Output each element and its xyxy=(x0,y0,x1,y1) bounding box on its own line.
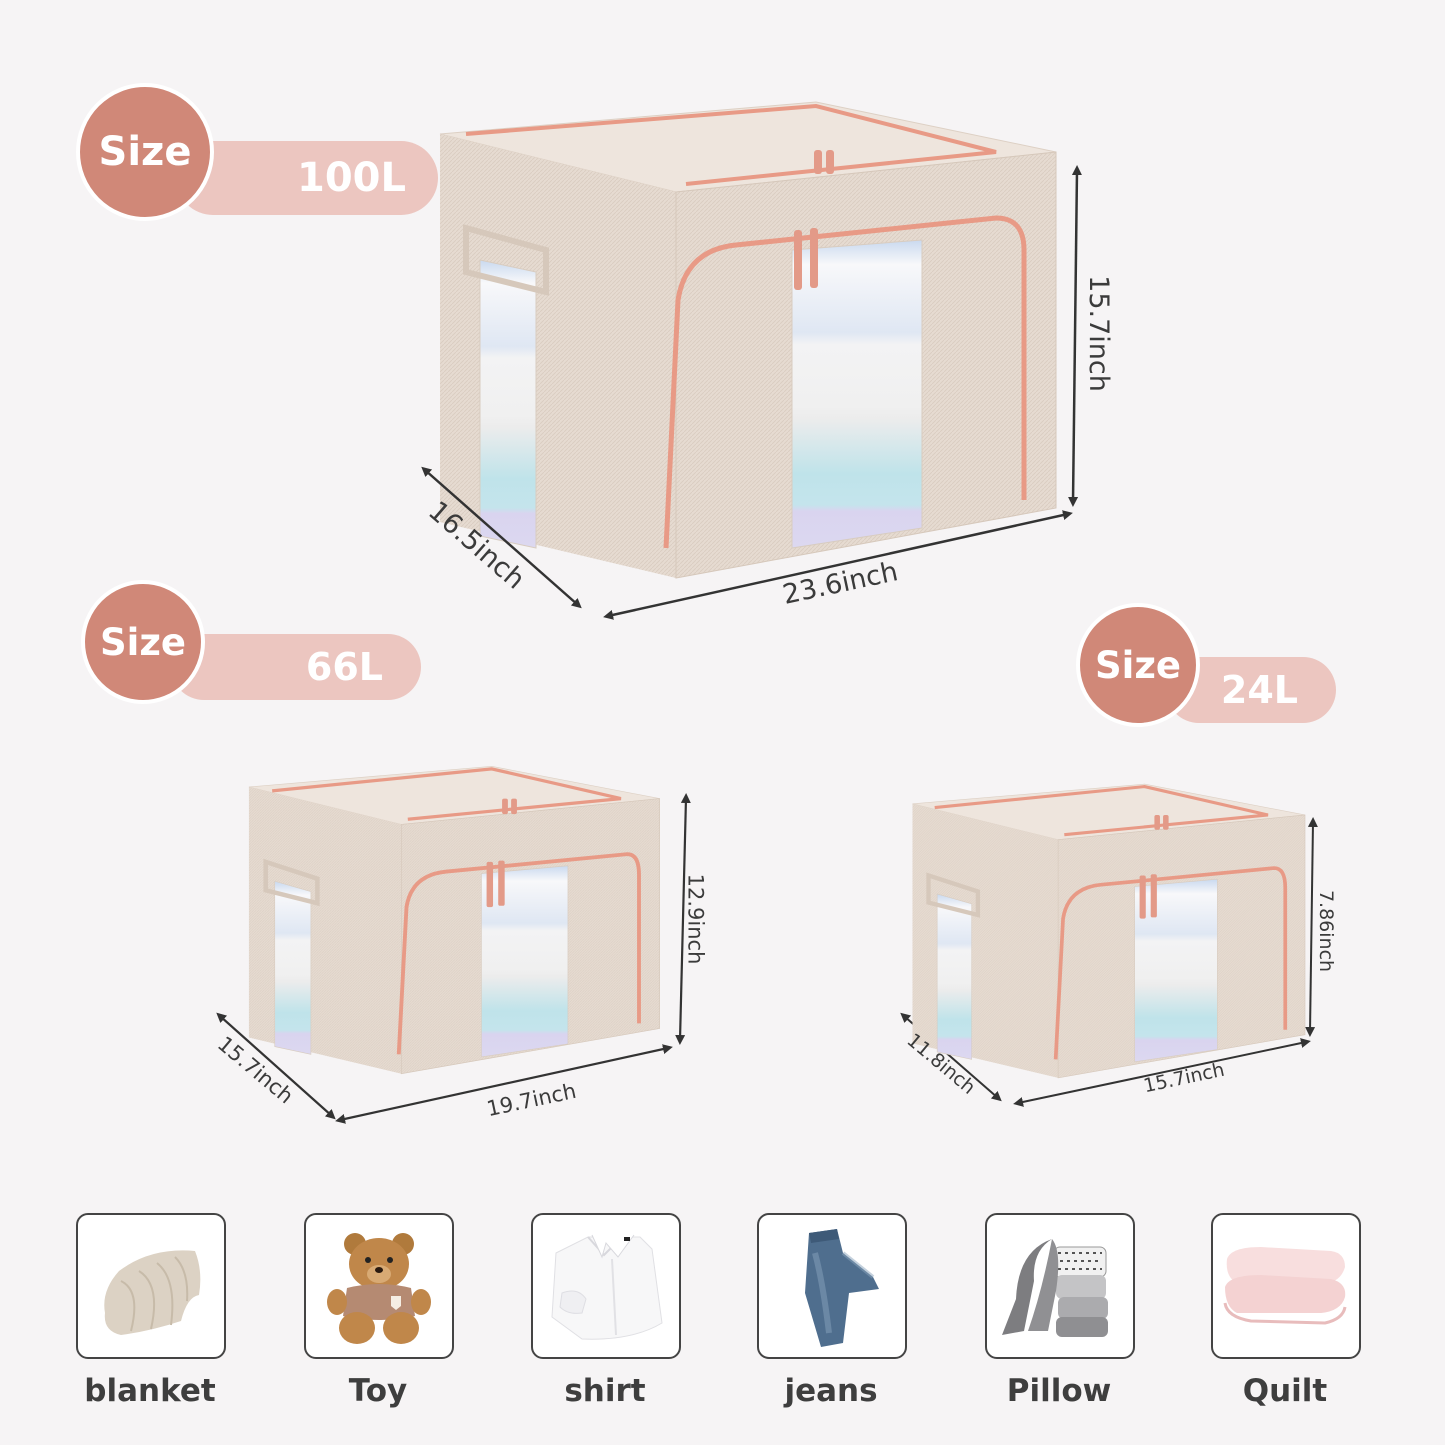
item-label: jeans xyxy=(784,1373,878,1409)
size-badge-24l: 24L Size xyxy=(1076,603,1338,743)
item-card xyxy=(76,1213,226,1359)
item-card xyxy=(985,1213,1135,1359)
item-blanket: blanket xyxy=(76,1213,226,1409)
blanket-icon xyxy=(104,1250,201,1335)
item-card xyxy=(304,1213,454,1359)
item-pillow: Pillow xyxy=(985,1213,1135,1409)
size-label: Size xyxy=(100,620,186,664)
item-label: shirt xyxy=(564,1373,646,1409)
quilt-icon xyxy=(1223,1247,1347,1325)
height-label-100l: 15.7inch xyxy=(1082,275,1114,392)
item-quilt: Quilt xyxy=(1211,1213,1361,1409)
size-badge-100l: 100L Size xyxy=(76,83,438,223)
capacity-label: 100L xyxy=(297,155,406,201)
item-label: Toy xyxy=(348,1373,408,1409)
item-card xyxy=(757,1213,907,1359)
storage-box-66l-image xyxy=(248,765,660,1075)
storage-box-24l-image xyxy=(912,783,1306,1079)
pillow-icon xyxy=(1002,1239,1108,1337)
item-card xyxy=(1211,1213,1361,1359)
item-jeans: jeans xyxy=(757,1213,907,1409)
size-label: Size xyxy=(1095,643,1181,687)
jeans-icon xyxy=(805,1229,879,1347)
height-label-24l: 7.86inch xyxy=(1315,889,1338,973)
item-label: Quilt xyxy=(1242,1373,1328,1409)
height-label-66l: 12.9inch xyxy=(683,873,708,965)
size-badge-66l: 66L Size xyxy=(81,580,421,720)
item-toy: Toy xyxy=(304,1213,454,1409)
item-label: blanket xyxy=(84,1373,216,1409)
size-circle: Size xyxy=(1076,603,1200,727)
size-circle: Size xyxy=(81,580,205,704)
item-label: Pillow xyxy=(1006,1373,1112,1409)
item-card xyxy=(531,1213,681,1359)
capacity-label: 24L xyxy=(1220,668,1298,712)
capacity-pill: 100L xyxy=(176,141,438,215)
teddy-bear-icon xyxy=(327,1233,431,1344)
item-shirt: shirt xyxy=(531,1213,681,1409)
size-circle: Size xyxy=(76,83,214,221)
capacity-pill: 66L xyxy=(171,634,421,700)
capacity-label: 66L xyxy=(305,645,383,689)
shirt-icon xyxy=(551,1234,663,1340)
size-label: Size xyxy=(98,129,192,175)
